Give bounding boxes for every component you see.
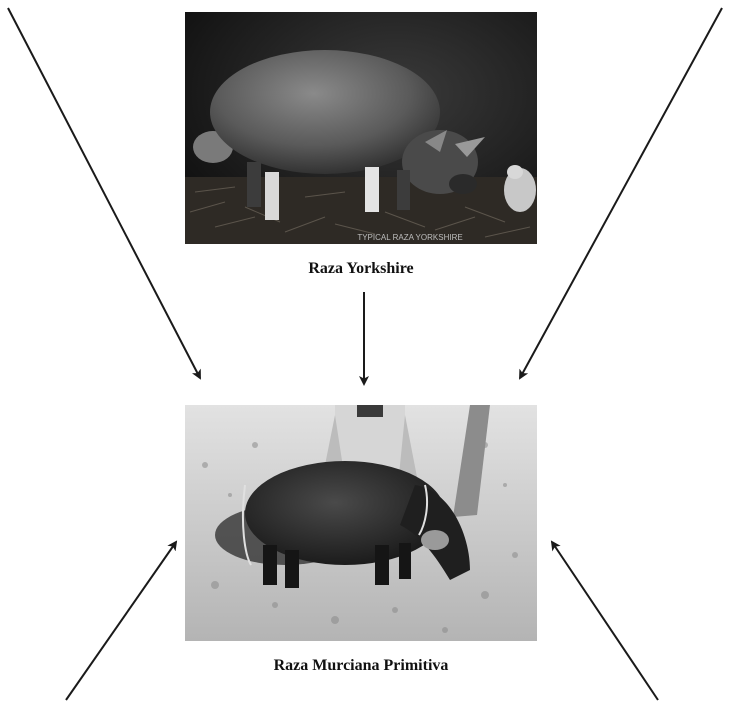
murciana-pig-photo [185, 405, 537, 641]
arrow-bottom-left [66, 542, 176, 700]
arrow-bottom-right [552, 542, 658, 700]
yorkshire-pig-photo: TYPICAL RAZA YORKSHIRE [185, 12, 537, 244]
photo-inscription: TYPICAL RAZA YORKSHIRE [357, 233, 462, 242]
arrow-top-left [8, 8, 200, 378]
caption-yorkshire: Raza Yorkshire [185, 260, 537, 278]
caption-murciana: Raza Murciana Primitiva [185, 657, 537, 675]
arrow-top-right [520, 8, 722, 378]
